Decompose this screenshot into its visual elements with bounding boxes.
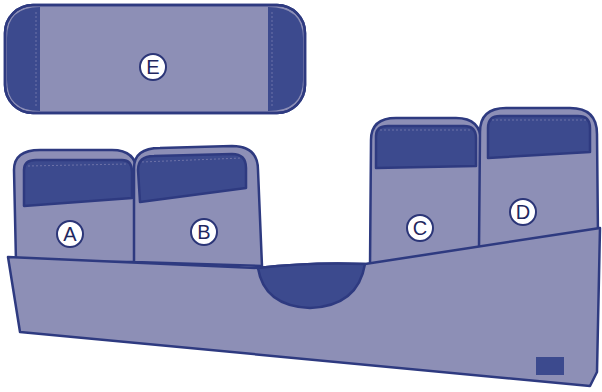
- callout-letter: C: [406, 214, 434, 242]
- hook-patch: [7, 7, 40, 111]
- callout-letter: B: [190, 218, 218, 246]
- finger-sleeve: [370, 118, 484, 268]
- strap-outline: [5, 5, 305, 113]
- brand-tag: [536, 357, 564, 375]
- callout-letter: A: [56, 220, 84, 248]
- finger-sleeve: [479, 108, 598, 248]
- strap-piece: [5, 5, 305, 113]
- base-band: [8, 228, 600, 386]
- hook-patch: [268, 7, 303, 111]
- hook-patch: [376, 126, 476, 168]
- hook-patch: [24, 160, 132, 206]
- callout-letter: E: [139, 53, 167, 81]
- finger-sleeve: [14, 150, 140, 262]
- finger-sleeve: [134, 146, 262, 266]
- hook-patch: [488, 116, 590, 158]
- callout-letter: D: [509, 198, 537, 226]
- web-notch: [258, 264, 365, 309]
- hook-patch: [138, 154, 246, 202]
